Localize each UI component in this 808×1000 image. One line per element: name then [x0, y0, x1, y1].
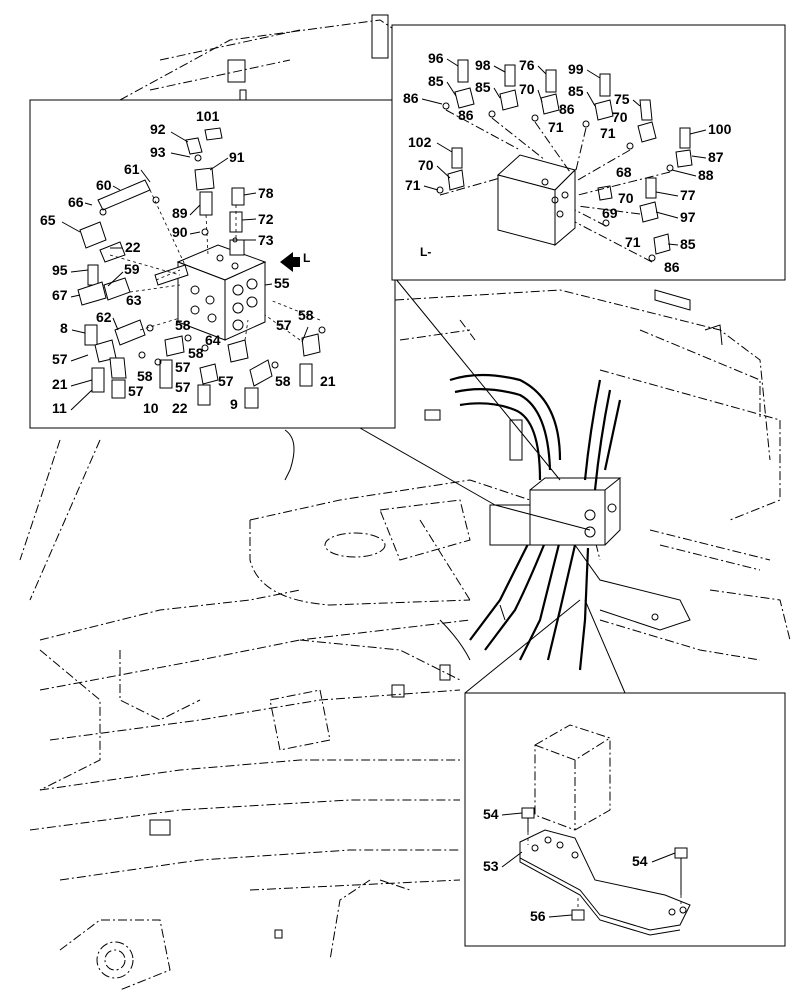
- callout-76: 76: [519, 57, 535, 73]
- callout-63: 63: [126, 292, 142, 308]
- callout-21: 21: [320, 373, 336, 389]
- callout-99: 99: [568, 61, 584, 77]
- callout-55: 55: [274, 275, 290, 291]
- callout-96: 96: [428, 50, 444, 66]
- callout-95: 95: [52, 262, 68, 278]
- view-arrow-label: L: [303, 251, 310, 265]
- callout-86: 86: [403, 90, 419, 106]
- callout-69: 69: [602, 205, 618, 221]
- callout-78: 78: [258, 185, 274, 201]
- callout-85: 85: [428, 73, 444, 89]
- callout-71: 71: [405, 177, 421, 193]
- callout-75: 75: [614, 91, 630, 107]
- callout-56: 56: [530, 908, 546, 924]
- callout-11: 11: [52, 400, 67, 416]
- callout-53: 53: [483, 858, 499, 874]
- callout-98: 98: [475, 57, 491, 73]
- label-leaders: [61, 58, 707, 918]
- callout-70: 70: [519, 81, 535, 97]
- callout-70: 70: [612, 109, 628, 125]
- callout-58: 58: [137, 368, 153, 384]
- callout-58: 58: [298, 307, 314, 323]
- callout-91: 91: [229, 149, 245, 165]
- callout-57: 57: [218, 373, 234, 389]
- callout-87: 87: [708, 149, 724, 165]
- callout-62: 62: [96, 309, 112, 325]
- callout-57: 57: [276, 317, 292, 333]
- callout-70: 70: [618, 190, 634, 206]
- callout-92: 92: [150, 121, 166, 137]
- callout-77: 77: [680, 187, 696, 203]
- callout-68: 68: [616, 164, 632, 180]
- detail-box-valve: [29, 99, 396, 429]
- detail-box-bracket: [464, 692, 786, 947]
- callout-57: 57: [175, 379, 191, 395]
- callout-60: 60: [96, 177, 112, 193]
- callout-67: 67: [52, 287, 68, 303]
- callout-59: 59: [124, 261, 140, 277]
- callout-8: 8: [60, 320, 68, 336]
- callout-71: 71: [625, 234, 641, 250]
- callout-58: 58: [175, 317, 191, 333]
- callout-57: 57: [52, 351, 68, 367]
- hose-assembly: [439, 373, 691, 681]
- detail-box-view-l: [391, 24, 786, 281]
- callout-22: 22: [172, 400, 188, 416]
- callout-70: 70: [418, 157, 434, 173]
- detail-leaders: [359, 277, 626, 694]
- callout-21: 21: [52, 376, 68, 392]
- callout-61: 61: [124, 161, 140, 177]
- callout-58: 58: [275, 373, 291, 389]
- callout-85: 85: [568, 83, 584, 99]
- callout-89: 89: [172, 205, 188, 221]
- callout-72: 72: [258, 211, 274, 227]
- callout-58: 58: [188, 345, 204, 361]
- callout-88: 88: [698, 167, 714, 183]
- callout-71: 71: [600, 125, 616, 141]
- callout-97: 97: [680, 209, 696, 225]
- callout-labels: 101 92 93 91 61 60 66 65 89 78 72 90 73 …: [40, 50, 732, 924]
- callout-85: 85: [680, 236, 696, 252]
- callout-85: 85: [475, 79, 491, 95]
- callout-57: 57: [128, 383, 144, 399]
- callout-73: 73: [258, 232, 274, 248]
- callout-22: 22: [125, 239, 141, 255]
- callout-64: 64: [205, 332, 221, 348]
- callout-101: 101: [196, 108, 220, 124]
- callout-57: 57: [175, 359, 191, 375]
- view-title: L-: [420, 245, 431, 259]
- callout-102: 102: [408, 134, 432, 150]
- callout-71: 71: [548, 119, 564, 135]
- machine-outline: [19, 14, 791, 991]
- callout-66: 66: [68, 194, 84, 210]
- callout-90: 90: [172, 224, 188, 240]
- callout-86: 86: [664, 259, 680, 275]
- callout-10: 10: [143, 400, 159, 416]
- callout-86: 86: [559, 101, 575, 117]
- callout-93: 93: [150, 144, 166, 160]
- callout-100: 100: [708, 121, 732, 137]
- callout-86: 86: [458, 107, 474, 123]
- callout-65: 65: [40, 212, 56, 228]
- callout-9: 9: [230, 396, 238, 412]
- callout-54: 54: [632, 853, 648, 869]
- callout-54: 54: [483, 806, 499, 822]
